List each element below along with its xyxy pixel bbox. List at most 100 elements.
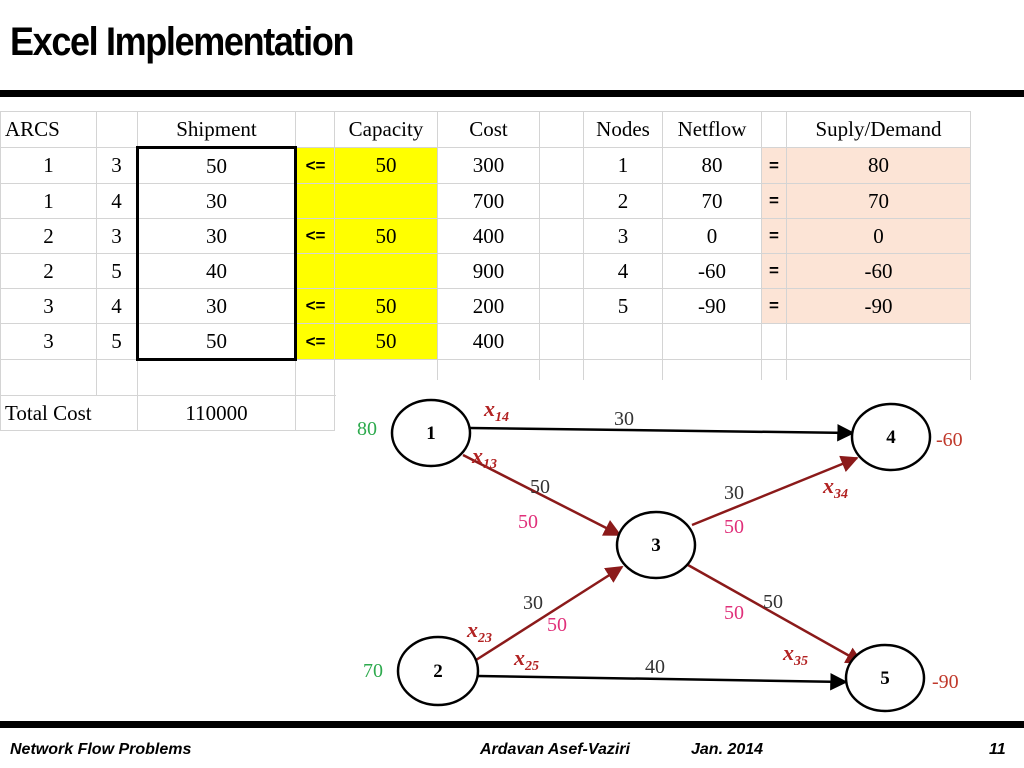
arc-to-cell[interactable]: 3 (96, 218, 138, 254)
arc-from-cell[interactable]: 3 (0, 288, 97, 324)
capacity-cell[interactable]: 50 (334, 288, 438, 324)
empty-cell[interactable] (137, 359, 296, 396)
shipment-cell[interactable]: 50 (136, 323, 297, 361)
arc-3-5-flow: 50 (763, 591, 783, 613)
header-row: ARCS Shipment Capacity Cost Nodes Netflo… (0, 111, 971, 148)
supply-demand-cell[interactable]: 80 (786, 147, 971, 184)
table-row: 2 3 30 <= 50 400 3 0 = 0 (0, 218, 971, 254)
equals-cell[interactable]: = (761, 183, 787, 219)
node-1-label: 1 (426, 423, 436, 444)
netflow-cell[interactable]: -60 (662, 253, 762, 289)
arc-2-5-variable: x25 (513, 645, 539, 674)
arc-2-5-flow: 40 (645, 656, 665, 678)
equals-cell[interactable]: = (761, 253, 787, 289)
cost-cell[interactable]: 300 (437, 147, 540, 184)
node-4-demand: -60 (936, 429, 963, 451)
equals-cell[interactable]: = (761, 218, 787, 254)
node-5-circle[interactable] (844, 643, 926, 713)
top-rule (0, 90, 1024, 97)
cost-cell[interactable]: 400 (437, 218, 540, 254)
arc-1-4-flow: 30 (614, 408, 634, 430)
netflow-cell[interactable]: 0 (662, 218, 762, 254)
arc-3-4-variable: x34 (822, 473, 848, 502)
constraint-op-cell[interactable]: <= (295, 147, 335, 184)
empty-cell[interactable] (96, 359, 138, 396)
arc-3-4[interactable] (691, 455, 859, 527)
capacity-header[interactable]: Capacity (334, 111, 438, 148)
node-1-circle[interactable] (390, 398, 472, 468)
node-2-supply: 70 (363, 660, 383, 682)
empty-cell[interactable] (295, 395, 335, 431)
arc-2-3[interactable] (475, 565, 624, 662)
equals-cell[interactable]: = (761, 288, 787, 324)
empty-cell[interactable] (539, 253, 584, 289)
netflow-header[interactable]: Netflow (662, 111, 762, 148)
shipment-header[interactable]: Shipment (137, 111, 296, 148)
arc-3-5-variable: x35 (782, 640, 808, 669)
arc-2-3-variable: x23 (466, 617, 492, 646)
empty-cell[interactable] (761, 323, 787, 360)
node-2-circle[interactable] (396, 635, 480, 707)
supply-demand-cell[interactable]: 70 (786, 183, 971, 219)
arc-from-cell[interactable]: 2 (0, 253, 97, 289)
arc-to-cell[interactable]: 3 (96, 147, 138, 184)
total-cost-label[interactable]: Total Cost (0, 395, 138, 431)
arc-2-3-capacity: 50 (547, 614, 567, 636)
node-3-circle[interactable] (615, 510, 697, 580)
node-4-circle[interactable] (850, 402, 932, 472)
empty-cell[interactable] (539, 288, 584, 324)
arcs-header[interactable]: ARCS (0, 111, 97, 148)
supply-demand-cell[interactable]: -60 (786, 253, 971, 289)
capacity-cell[interactable] (334, 253, 438, 289)
capacity-cell[interactable]: 50 (334, 147, 438, 184)
cost-header[interactable]: Cost (437, 111, 540, 148)
bottom-rule (0, 721, 1024, 728)
node-cell[interactable]: 3 (583, 218, 663, 254)
total-cost-value[interactable]: 110000 (137, 395, 296, 431)
capacity-cell[interactable]: 50 (334, 218, 438, 254)
cost-cell[interactable]: 900 (437, 253, 540, 289)
table-row: 3 4 30 <= 50 200 5 -90 = -90 (0, 288, 971, 324)
empty-cell[interactable] (539, 218, 584, 254)
node-cell[interactable]: 1 (583, 147, 663, 184)
capacity-cell[interactable]: 50 (334, 323, 438, 360)
constraint-op-cell[interactable]: <= (295, 323, 335, 360)
arc-2-3-flow: 30 (523, 592, 543, 614)
constraint-op-cell[interactable] (295, 253, 335, 289)
arc-2-5[interactable] (477, 672, 848, 691)
arc-to-cell[interactable]: 4 (96, 183, 138, 219)
nodes-header[interactable]: Nodes (583, 111, 663, 148)
empty-cell[interactable] (786, 323, 971, 360)
spreadsheet-table: ARCS Shipment Capacity Cost Nodes Netflo… (0, 111, 971, 431)
shipment-cell[interactable]: 50 (136, 146, 297, 184)
supply-demand-header[interactable]: Suply/Demand (786, 111, 971, 148)
footer-author: Ardavan Asef-Vaziri (480, 741, 630, 758)
footer-topic: Network Flow Problems (10, 741, 192, 758)
arc-1-3-flow: 50 (530, 476, 550, 498)
arc-1-3[interactable] (462, 453, 622, 537)
arc-to-cell[interactable]: 4 (96, 288, 138, 324)
arc-1-3-variable: x13 (471, 443, 497, 472)
node-5-label: 5 (880, 668, 890, 689)
footer-date: Jan. 2014 (691, 741, 764, 758)
node-1-supply: 80 (357, 418, 377, 440)
node-5-demand: -90 (932, 671, 959, 693)
arc-3-4-flow: 30 (724, 482, 744, 504)
total-cost-row: Total Cost 110000 (0, 395, 971, 431)
table-row: 2 5 40 900 4 -60 = -60 (0, 253, 971, 289)
cost-cell[interactable]: 200 (437, 288, 540, 324)
arc-1-3-capacity: 50 (518, 511, 538, 533)
empty-cell[interactable] (539, 323, 584, 360)
supply-demand-cell[interactable]: 0 (786, 218, 971, 254)
node-2-label: 2 (433, 661, 443, 682)
table-row: 1 4 30 700 2 70 = 70 (0, 183, 971, 219)
page-number: 11 (989, 741, 1006, 758)
arc-1-4-variable: x14 (483, 396, 509, 425)
cost-cell[interactable]: 400 (437, 323, 540, 360)
shipment-cell[interactable]: 30 (136, 288, 297, 324)
arc-3-5[interactable] (687, 563, 864, 665)
node-3-label: 3 (651, 535, 661, 556)
arc-1-4[interactable] (469, 424, 855, 442)
arc-to-cell[interactable]: 5 (96, 253, 138, 289)
